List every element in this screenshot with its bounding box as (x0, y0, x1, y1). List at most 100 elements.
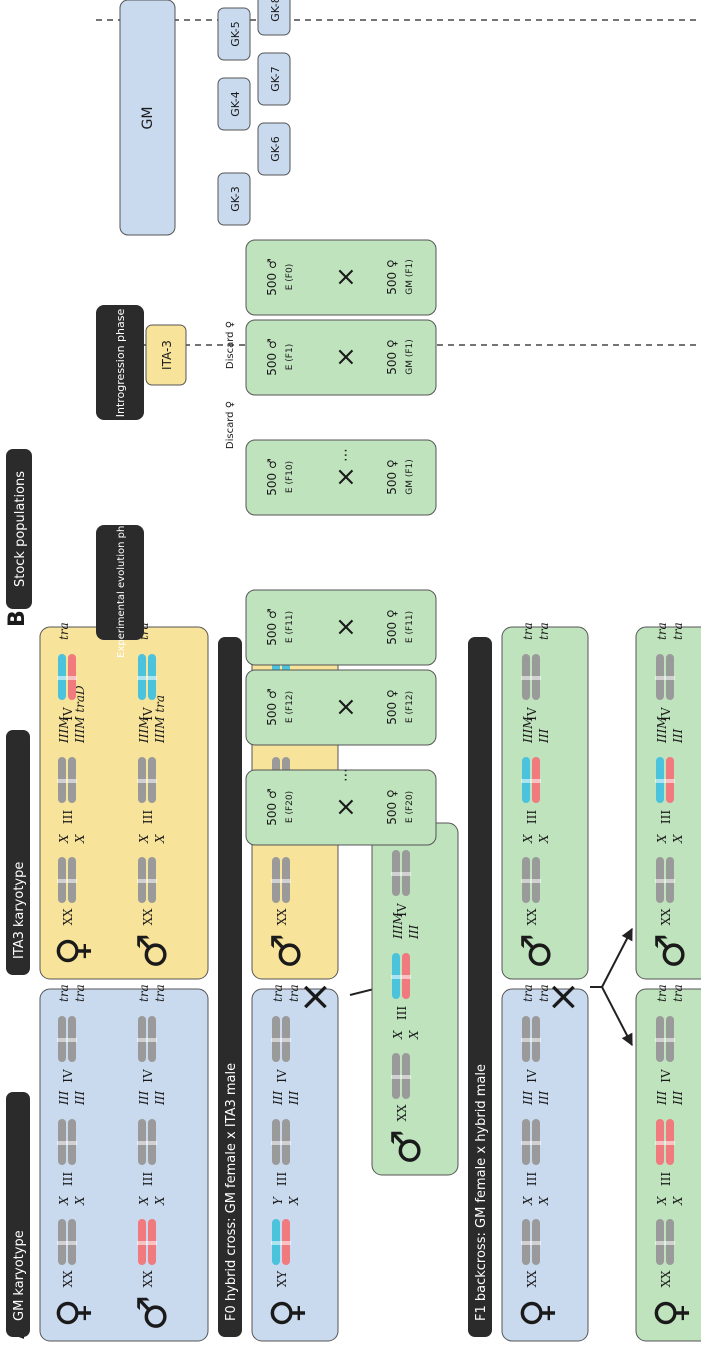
f1-offspring-male-row-chrom-label-2: III (659, 810, 673, 824)
discard-label-1: Discard ♀ (225, 321, 236, 369)
f0-female-row-allele-bottom-2: III (287, 1091, 301, 1106)
gm-female-row-chrom-3-centromere (57, 1038, 77, 1042)
f0-female-row-sex-symbol: ♀ (264, 1298, 310, 1327)
cross-4: 500 ♂ E (F11) × 500 ♀ E (F11) (246, 590, 436, 665)
f1-male-row-allele-top-1: X (521, 834, 535, 844)
f1-arrow-right (602, 929, 632, 987)
f1-male-row-chrom-2-centromere (521, 779, 541, 783)
f1-male-row-allele-bottom-1: X (537, 834, 551, 844)
cross-male-count-2: 500 ♂ (265, 338, 279, 375)
f1-offspring-female-row-allele-top-2: III (655, 1091, 669, 1106)
f1-female-row-chrom-3-centromere (521, 1038, 541, 1042)
f1-offspring-female-row-chrom-label-1: XX (659, 1270, 673, 1288)
ellipsis-2: ⋯ (338, 768, 354, 782)
gm-female-row-allele-top-3: tra (57, 984, 71, 1002)
f1-offspring-male-row-chrom-2-centromere (655, 779, 675, 783)
cross-symbol-5: × (331, 696, 361, 718)
f0-cross-header: F0 hybrid cross: GM female x ITA3 male (224, 1063, 239, 1321)
gk-label-5: GK-5 (229, 21, 242, 47)
f0-female-row-allele-top-3: tra (271, 984, 285, 1002)
f1-offspring-male-row-chrom-1-centromere (655, 879, 675, 883)
f0-female-row-chrom-3-centromere (271, 1038, 291, 1042)
gm-male-row-allele-top-1: X (137, 1196, 151, 1206)
f1-female-row-allele-top-1: X (521, 1196, 535, 1206)
hybrid-male-row-chrom-label-3: IV (395, 903, 409, 917)
cross-female-gen-5: E (F12) (405, 691, 415, 723)
f1-female-row-chrom-label-1: XX (525, 1270, 539, 1288)
f1-female-row-allele-top-3: tra (521, 984, 535, 1002)
gm-female-row-allele-bottom-3: tra (73, 984, 87, 1002)
f1-offspring-male-row-allele-bottom-1: X (671, 834, 685, 844)
ita3-karyotype-header: ITA3 karyotype (12, 862, 27, 959)
f1-offspring-male-row-allele-bottom-2: III (671, 729, 685, 744)
f1-female-row-chrom-1-centromere (521, 1241, 541, 1245)
cross-symbol-4: × (331, 616, 361, 638)
f1-offspring-male-row-allele-bottom-3: tra (671, 622, 685, 640)
gm-male-row-allele-bottom-2: III (153, 1091, 167, 1106)
hybrid-male-row-chrom-2-centromere (391, 975, 411, 979)
cross-female-count-6: 500 ♀ (385, 789, 399, 825)
hybrid-male-row-allele-bottom-1: X (407, 1030, 421, 1040)
cross-female-count-5: 500 ♀ (385, 689, 399, 725)
ita3-female-row-chrom-label-2: III (61, 810, 75, 824)
hybrid-male-row-chrom-label-2: III (395, 1006, 409, 1020)
cross-male-gen-6: E (F20) (285, 791, 295, 823)
gm-male-row-sex-symbol: ♂ (130, 1295, 176, 1331)
cross-female-gen-2: GM (F1) (405, 339, 415, 375)
ita3-female-row-allele-top-1: X (57, 834, 71, 844)
cross-female-count-4: 500 ♀ (385, 609, 399, 645)
cross-female-gen-4: E (F11) (405, 611, 415, 643)
ita3-female-row-chrom-2-centromere (57, 779, 77, 783)
gm-male-row-chrom-1-centromere (137, 1241, 157, 1245)
ita3-stock-label: ITA-3 (160, 340, 174, 370)
f0-female-row-chrom-2-centromere (271, 1141, 291, 1145)
gk-label-1: GK-3 (229, 186, 242, 212)
f0-female-row-allele-bottom-1: X (287, 1196, 301, 1206)
hybrid-male-row-sex-symbol: ♂ (384, 1129, 430, 1165)
f1-male-row-chrom-3-centromere (521, 676, 541, 680)
f1-offspring-male-row-allele-top-1: X (655, 834, 669, 844)
ita3-male-row-chrom-label-3: IV (141, 707, 155, 721)
panel-b-letter: B (5, 610, 30, 627)
ita3-male-row-chrom-label-1: XX (141, 908, 155, 926)
gm-female-row-allele-bottom-2: III (73, 1091, 87, 1106)
gm-male-row-chrom-label-1: XX (141, 1270, 155, 1288)
ita3-male-row-chrom-label-2: III (141, 810, 155, 824)
gm-male-row-chrom-label-2: III (141, 1172, 155, 1186)
cross-1: 500 ♂E (F0)×500 ♀GM (F1) (246, 240, 436, 315)
f1-male-row-chrom-1-centromere (521, 879, 541, 883)
hybrid-male-row-chrom-label-1: XX (395, 1104, 409, 1122)
cross-male-gen-4: E (F11) (285, 611, 295, 643)
f1-offspring-male-row-allele-top-3: tra (655, 622, 669, 640)
hybrid-male-row-chrom-3-centromere (391, 872, 411, 876)
f1-offspring-male-row-chrom-label-1: XX (659, 908, 673, 926)
f1-offspring-female-row-allele-top-3: tra (655, 984, 669, 1002)
cross-male-count-6: 500 ♂ (265, 788, 279, 825)
gm-male-row-allele-bottom-3: tra (153, 984, 167, 1002)
gm-female-row-allele-top-1: X (57, 1196, 71, 1206)
ita3-female-row-chrom-label-3: IV (61, 707, 75, 721)
cross-female-gen-1: GM (F1) (405, 259, 415, 295)
gm-female-row-allele-bottom-1: X (73, 1196, 87, 1206)
cross-male-count-4: 500 ♂ (265, 608, 279, 645)
gm-male-row-allele-top-3: tra (137, 984, 151, 1002)
gm-female-row-chrom-label-1: XX (61, 1270, 75, 1288)
cross-female-gen-6: E (F20) (405, 791, 415, 823)
hybrid-male-box (372, 823, 458, 1175)
gm-karyotype-header: GM karyotype (12, 1230, 27, 1321)
f1-male-row-chrom-label-1: XX (525, 908, 539, 926)
ita3-male-row-chrom-1-centromere (137, 879, 157, 883)
cross-male-count-3: 500 ♂ (265, 458, 279, 495)
cross-symbol-2: × (331, 346, 361, 368)
introgression-label: Introgression phase (114, 309, 127, 418)
f1-offspring-female-row-allele-top-1: X (655, 1196, 669, 1206)
gm-female-row-chrom-label-2: III (61, 1172, 75, 1186)
gk-label-3: GK-4 (229, 91, 242, 117)
gk-label-4: GK-7 (269, 66, 282, 92)
cross-male-count-5: 500 ♂ (265, 688, 279, 725)
f1-female-row-sex-symbol: ♀ (514, 1298, 560, 1327)
gk-label-6: GK-8 (269, 0, 282, 22)
ita3-female-row-sex-symbol: ♀ (50, 936, 96, 965)
f1-male-row-sex-symbol: ♂ (514, 933, 560, 969)
